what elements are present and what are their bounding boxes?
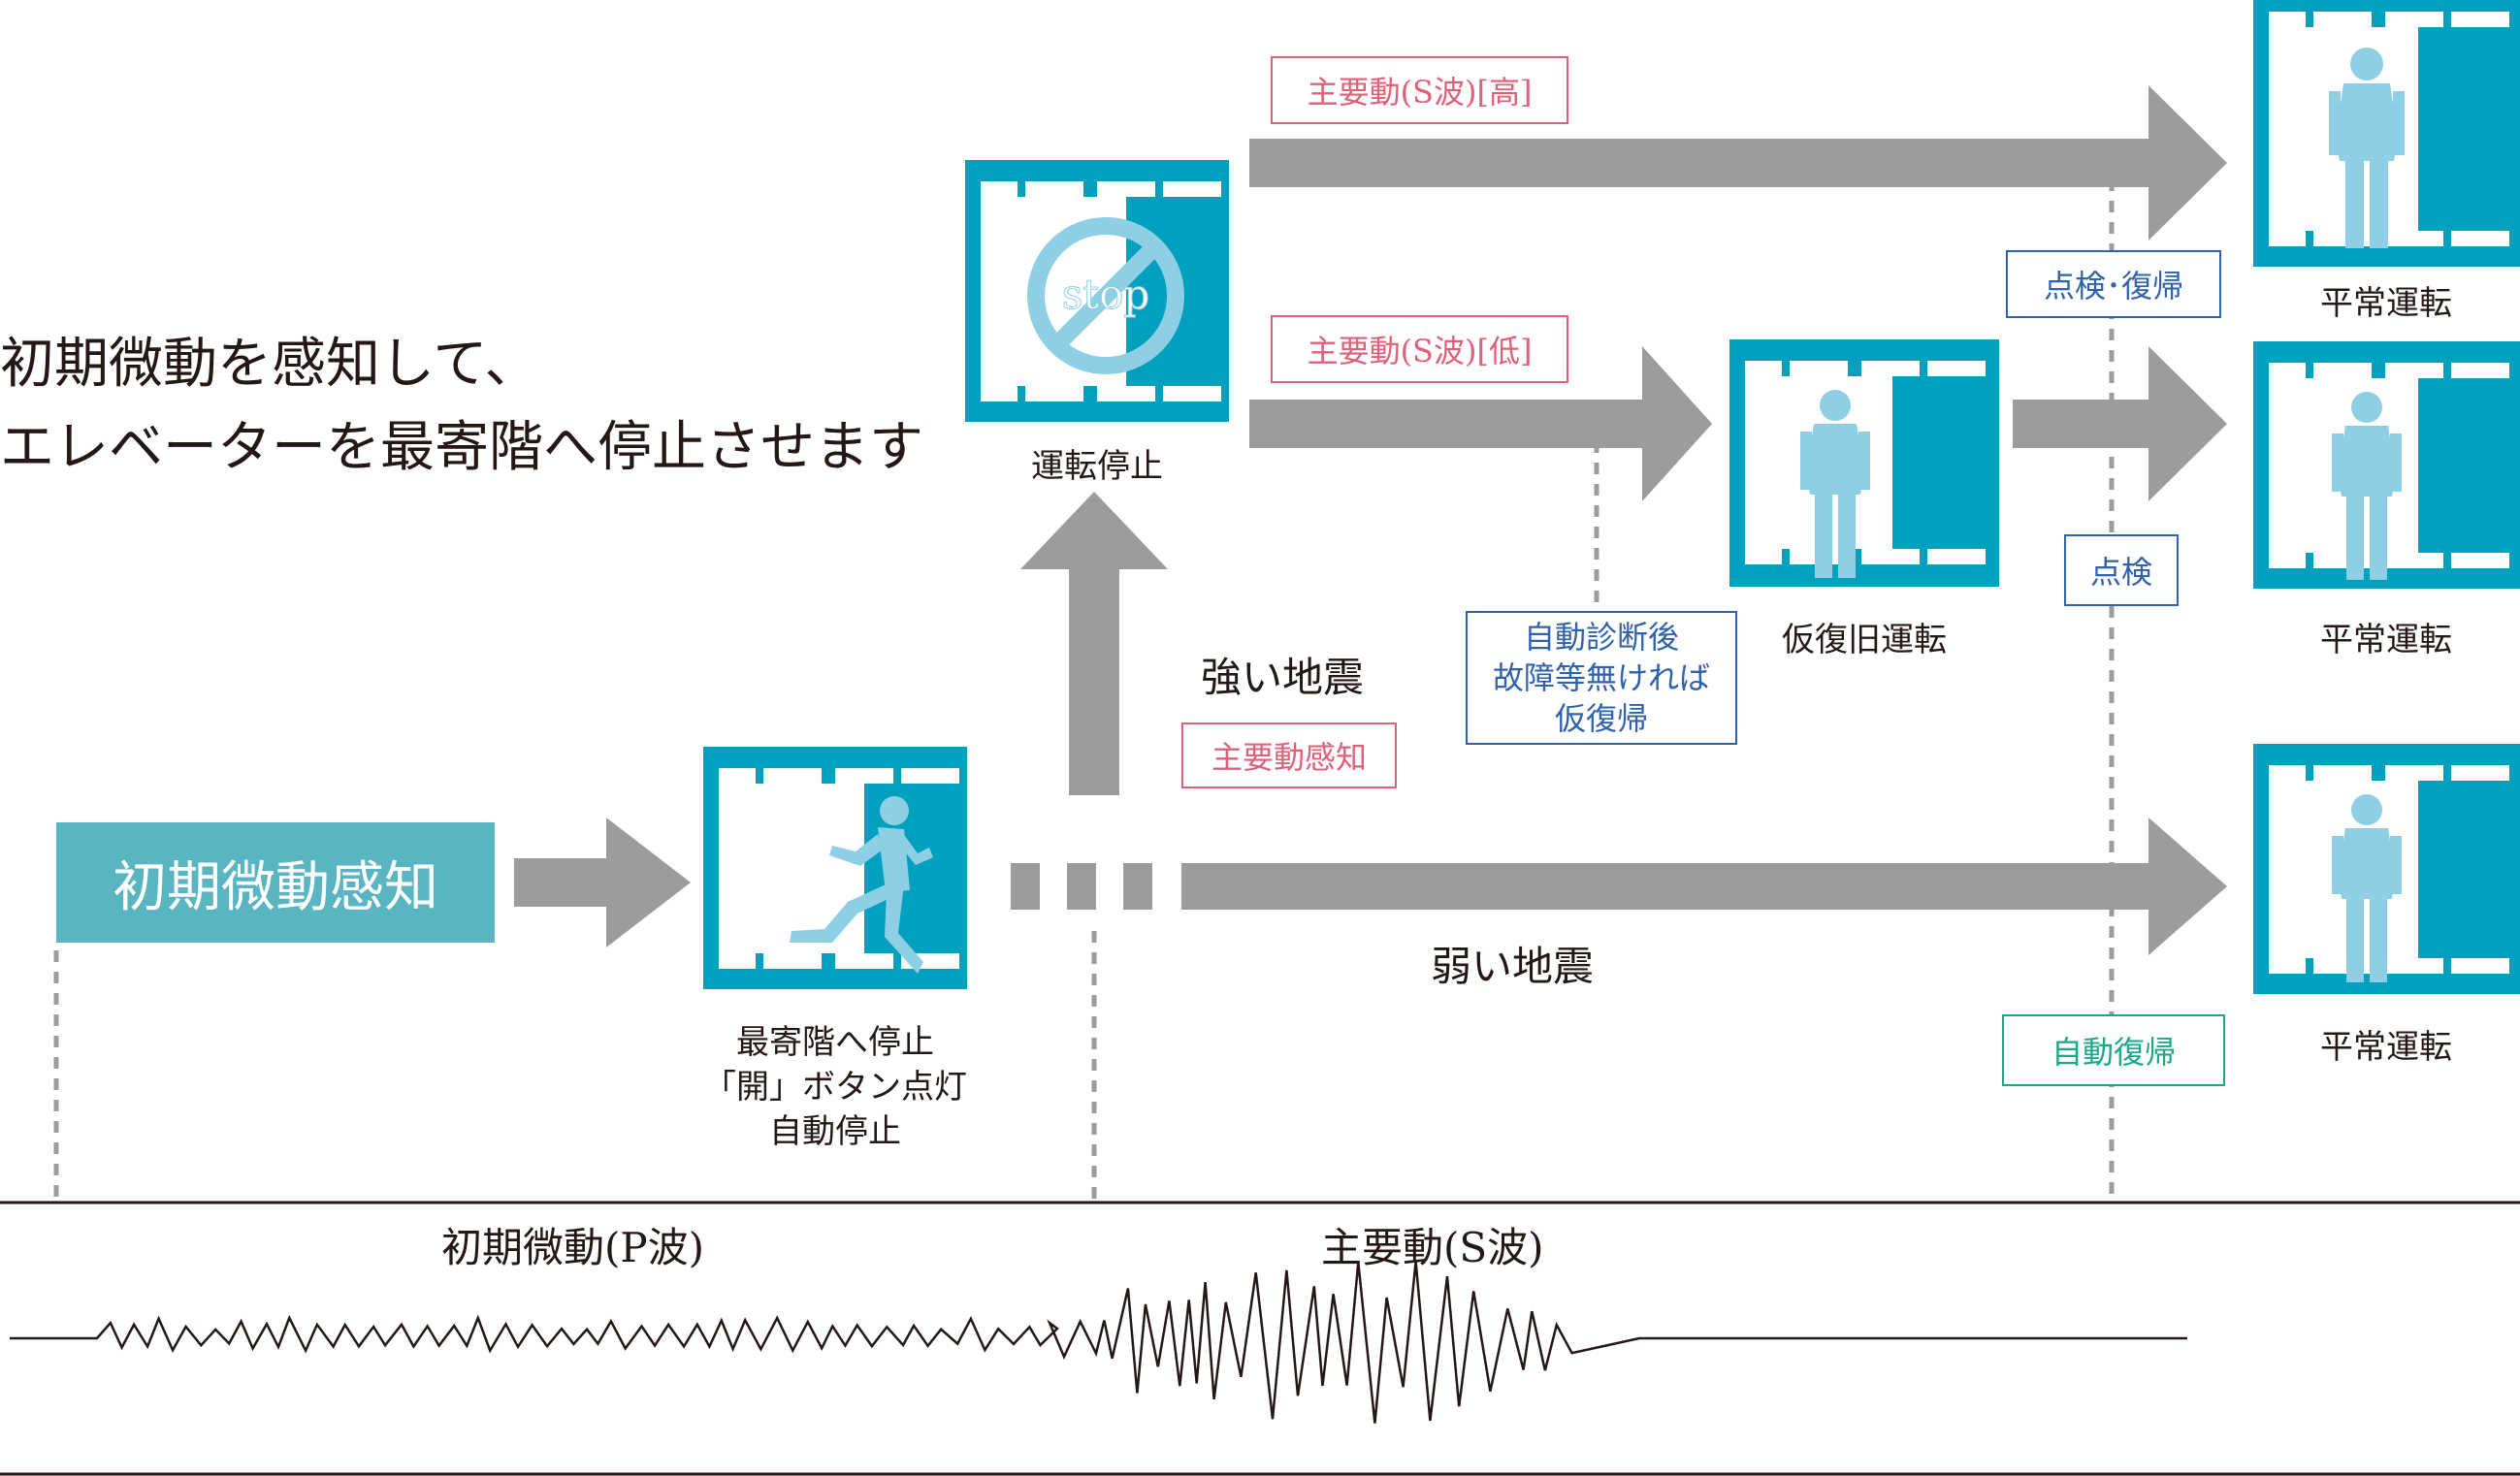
caption-temp-recovery: 仮復旧運転 [1782, 621, 1947, 659]
caption-stopped: 運転停止 [1031, 447, 1163, 486]
stop-sign-icon: stop [1027, 217, 1184, 374]
tag-inspect: 点検 [2064, 534, 2179, 606]
elevator-normal-top [2253, 0, 2520, 267]
running-person-icon [790, 796, 933, 974]
flow-arrows [514, 85, 2227, 955]
standing-person-icon [2332, 794, 2402, 982]
caption-line: 自動停止 [769, 1112, 901, 1151]
elevator-temp-recovery [1729, 339, 1999, 587]
ellipsis-dot-1 [1011, 863, 1040, 910]
tag-line: 仮復帰 [1554, 700, 1648, 737]
initial-tremor-detect-box: 初期微動感知 [56, 822, 495, 943]
elevator-normal-mid [2253, 341, 2520, 589]
arrow-s-low [1249, 346, 1712, 501]
headline-line-1: 初期微動を感知して、 [0, 333, 539, 396]
tag-self-diagnosis: 自動診断後 故障等無ければ 仮復帰 [1466, 611, 1737, 745]
arrow-to-normal-mid [2013, 346, 2227, 501]
label-strong-earthquake: 強い地震 [1201, 654, 1365, 701]
headline-line-2: エレベーターを最寄階へ停止させます [0, 416, 923, 479]
elevator-nearest-floor [703, 747, 967, 989]
tag-line: 故障等無ければ [1492, 659, 1710, 696]
label-p-wave: 初期微動(P波) [441, 1224, 705, 1271]
tag-inspect-restore: 点検･復帰 [2006, 250, 2221, 318]
tag-s-wave-high: 主要動(S波)[高] [1271, 56, 1568, 124]
caption-nearest-floor: 最寄階へ停止 「開」ボタン点灯 自動停止 [703, 1020, 967, 1154]
tag-s-wave-low: 主要動(S波)[低] [1271, 315, 1568, 383]
elevator-normal-bottom [2253, 744, 2520, 994]
standing-person-icon [2329, 48, 2405, 248]
ellipsis-dot-3 [1123, 863, 1152, 910]
stop-label: stop [1062, 271, 1150, 318]
tag-auto-restore: 自動復帰 [2002, 1014, 2225, 1086]
caption-normal-bottom: 平常運転 [2320, 1028, 2452, 1067]
arrow-strong-up [1020, 492, 1168, 795]
guide-lines [53, 179, 2115, 1203]
label-s-wave: 主要動(S波) [1321, 1224, 1544, 1271]
seismic-waveform [10, 1261, 2187, 1424]
tag-line: 自動診断後 [1523, 619, 1679, 656]
elevator-stopped: stop [965, 160, 1229, 422]
caption-normal-mid: 平常運転 [2320, 621, 2452, 659]
caption-line: 「開」ボタン点灯 [703, 1068, 967, 1107]
arrow-start-to-stop [514, 818, 691, 947]
standing-person-icon [2332, 392, 2402, 580]
standing-person-icon [1800, 390, 1870, 578]
caption-normal-top: 平常運転 [2320, 284, 2452, 323]
ellipsis-dot-2 [1067, 863, 1096, 910]
arrow-weak-earthquake [1181, 818, 2227, 955]
arrow-s-high [1249, 85, 2227, 241]
caption-line: 最寄階へ停止 [736, 1023, 934, 1062]
label-weak-earthquake: 弱い地震 [1431, 943, 1595, 990]
tag-main-detect: 主要動感知 [1181, 722, 1397, 788]
